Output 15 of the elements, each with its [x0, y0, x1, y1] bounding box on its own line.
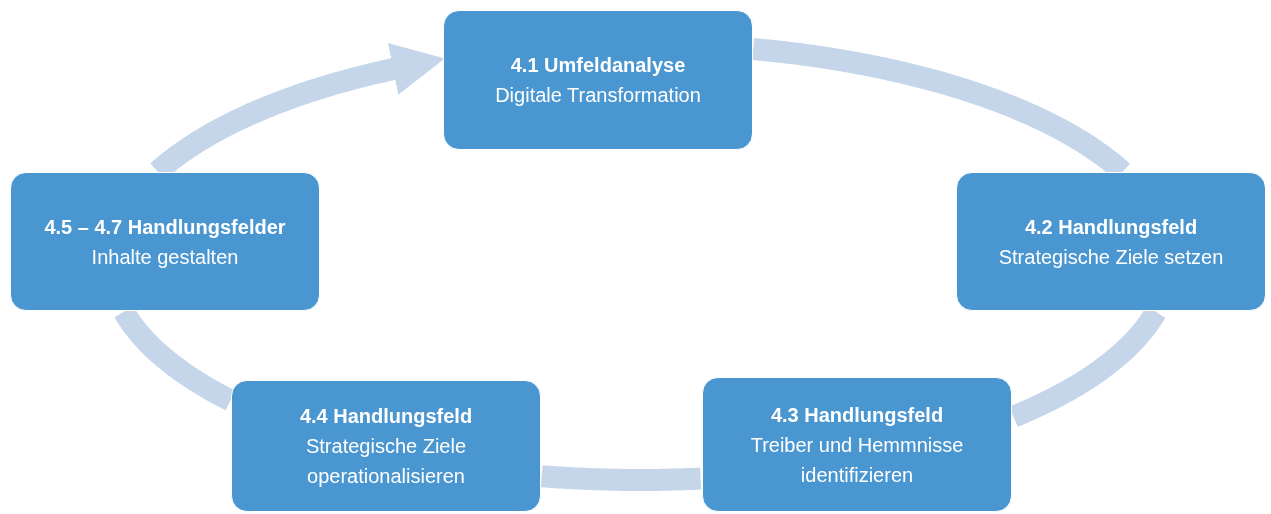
box-heading: 4.4 Handlungsfeld: [299, 404, 473, 429]
process-box: [231, 380, 541, 512]
box-text: Treiber und Hemmnisse identifizieren: [749, 432, 965, 488]
box-text: Digitale Transformation: [495, 83, 701, 108]
box-heading: 4.1 Umfeldanalyse: [510, 53, 686, 78]
box-heading: 4.2 Handlungsfeld: [1024, 214, 1198, 240]
process-box: [702, 377, 1012, 512]
box-text: Inhalte gestalten: [91, 244, 239, 270]
box-text: Strategische Ziele setzen: [998, 244, 1224, 270]
process-box: [956, 172, 1266, 311]
box-text: Strategische Ziele operationalisieren: [304, 434, 468, 489]
box-heading: 4.3 Handlungsfeld: [770, 402, 944, 428]
box-heading: 4.5 – 4.7 Handlungsfelder: [44, 214, 286, 240]
process-box: [443, 10, 753, 150]
process-box: [10, 172, 320, 311]
